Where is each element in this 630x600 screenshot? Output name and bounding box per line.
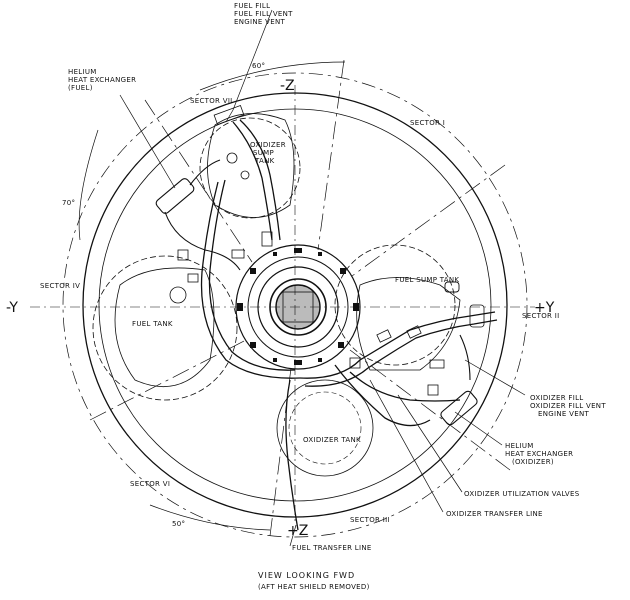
oxidizer-tank-inner [288, 391, 362, 465]
label-oxidizer-sump-1: OXIDIZER [250, 141, 286, 149]
label-axis-plus-z: +Z [287, 523, 308, 539]
label-axis-minus-y: -Y [6, 300, 18, 316]
label-oxidizer-tank: OXIDIZER TANK [303, 436, 361, 444]
label-helium-fuel-1: HELIUM [68, 68, 97, 76]
label-sector-i: SECTOR I [410, 119, 445, 127]
label-helium-ox-1: HELIUM [505, 442, 534, 450]
axis-centerlines [30, 85, 535, 525]
plumbing-lines [200, 119, 498, 531]
label-angle-bottom: 50° [172, 520, 185, 528]
label-axis-plus-y: +Y [534, 300, 555, 316]
label-fuel-sump-tank: FUEL SUMP TANK [395, 276, 459, 284]
label-oxidizer-utilization-valves: OXIDIZER UTILIZATION VALVES [464, 490, 580, 498]
fuel-sump-tank-body [334, 244, 456, 366]
label-oxidizer-sump-3: TANK [254, 157, 275, 165]
fuel-sump-fitting [444, 281, 460, 293]
label-helium-fuel-3: (FUEL) [68, 84, 93, 92]
fuel-tank-port [169, 286, 187, 304]
oxidizer-sump-outline [207, 113, 295, 218]
fuel-tank-body [92, 255, 238, 401]
label-fuel-fill-vent: FUEL FILL VENT [234, 10, 293, 18]
label-oxidizer-sump-2: SUMP [253, 149, 274, 157]
helium-heat-exchanger-fuel [155, 159, 241, 271]
dimension-arc-left [78, 129, 99, 241]
label-sector-ii: SECTOR II [522, 312, 559, 320]
label-engine-vent-top: ENGINE VENT [234, 18, 285, 26]
dimension-arc-bottom [149, 504, 271, 531]
label-sector-vii: SECTOR VII [190, 97, 233, 105]
hardware-details [177, 105, 485, 396]
label-sector-iii: SECTOR III [350, 516, 390, 524]
label-helium-ox-2: HEAT EXCHANGER [505, 450, 573, 458]
fuel-sump-outline [356, 277, 461, 371]
reference-circle [62, 72, 528, 538]
label-helium-ox-3: (OXIDIZER) [512, 458, 554, 466]
dimension-arc-top [199, 61, 346, 91]
label-oxidizer-fill-vent: OXIDIZER FILL VENT [530, 402, 606, 410]
label-fuel-fill: FUEL FILL [234, 2, 270, 10]
label-sector-vi: SECTOR VI [130, 480, 170, 488]
caption-sub: (AFT HEAT SHIELD REMOVED) [258, 583, 370, 591]
label-oxidizer-transfer-line: OXIDIZER TRANSFER LINE [446, 510, 543, 518]
caption-main: VIEW LOOKING FWD [258, 571, 355, 580]
label-oxidizer-fill: OXIDIZER FILL [530, 394, 583, 402]
label-fuel-transfer-line: FUEL TRANSFER LINE [292, 544, 372, 552]
label-axis-minus-z: -Z [280, 78, 295, 94]
label-engine-vent-right: ENGINE VENT [538, 410, 589, 418]
label-angle-left: 70° [62, 199, 75, 207]
structure-drawing [30, 59, 535, 538]
diagram-labels: FUEL FILL FUEL FILL VENT ENGINE VENT 60°… [6, 2, 606, 591]
label-helium-fuel-2: HEAT EXCHANGER [68, 76, 136, 84]
oxidizer-tank-body [276, 379, 374, 477]
label-fuel-tank: FUEL TANK [132, 320, 173, 328]
helium-heat-exchanger-oxidizer [440, 334, 478, 426]
leader-lines [119, 9, 526, 547]
engine-ring-mid [247, 256, 349, 358]
label-angle-top: 60° [252, 62, 265, 70]
fuel-tank-outline [114, 267, 215, 387]
oxidizer-sump-tank-body [199, 117, 301, 219]
label-sector-iv: SECTOR IV [40, 282, 80, 290]
